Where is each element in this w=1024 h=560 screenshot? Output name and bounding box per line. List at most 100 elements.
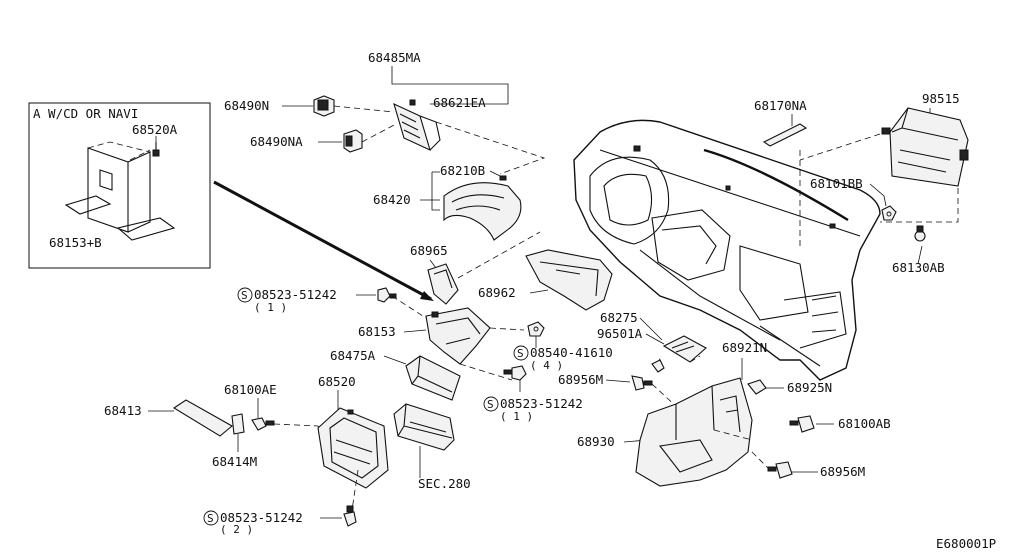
bolt-2-number: 08540-41610 (530, 345, 613, 360)
dash-98515 (799, 133, 959, 223)
label-68965: 68965 (410, 243, 448, 258)
label-68413: 68413 (104, 403, 142, 418)
label-68956M-a: 68956M (558, 372, 603, 387)
leader-68475A (383, 355, 407, 365)
bolt-1-qty: ( 1 ) (254, 301, 287, 314)
label-68101BB: 68101BB (810, 176, 863, 191)
leader-96501A (645, 333, 665, 345)
label-68485MA: 68485MA (368, 50, 421, 65)
clip-68170NA (762, 123, 808, 147)
dash-68490N (333, 105, 395, 113)
leader-68130AB (917, 245, 923, 265)
nut-68101BB (881, 205, 897, 221)
bolt-1-prefix: S (241, 289, 248, 302)
label-98515: 98515 (922, 91, 960, 106)
lid-68413 (172, 399, 233, 437)
label-68520: 68520 (318, 374, 356, 389)
mirror-cover-68275 (662, 335, 707, 363)
label-68921N: 68921N (722, 340, 767, 355)
bolt-3-number: 08523-51242 (500, 396, 583, 411)
inset-bracket-part (64, 136, 176, 241)
bolt-1-part (377, 287, 397, 303)
finisher-68965 (427, 263, 459, 305)
inset-frame (28, 102, 211, 269)
label-68956M-b: 68956M (820, 464, 865, 479)
label-68520A: 68520A (132, 122, 178, 137)
label-68275: 68275 (600, 310, 638, 325)
bolt-2-prefix: S (517, 347, 524, 360)
instrument-panel-body (573, 119, 881, 381)
bolt-4-number: 08523-51242 (220, 510, 303, 525)
leader-68153 (403, 329, 427, 333)
diagram-id: E680001P (936, 536, 996, 551)
label-68153-plus-b: 68153+B (49, 235, 102, 250)
bolt-2-part (527, 321, 545, 337)
leader-68210B (489, 170, 501, 177)
clip-68925N (747, 379, 767, 395)
bolt-2-qty: ( 4 ) (530, 359, 563, 372)
leader-68420 (420, 171, 440, 211)
leader-68956M-a (605, 379, 631, 383)
label-68962: 68962 (478, 285, 516, 300)
label-68153: 68153 (358, 324, 396, 339)
bolt-4-qty: ( 2 ) (220, 523, 253, 536)
screw-96501A (651, 359, 665, 373)
switch-panel-68485MA (393, 99, 441, 152)
label-68130AB: 68130AB (892, 260, 945, 275)
label-68475A: 68475A (330, 348, 376, 363)
cluster-lid-68420 (443, 175, 522, 241)
callout-arrow (213, 180, 432, 301)
leader-68101BB (869, 183, 887, 207)
bracket-68153 (425, 307, 491, 365)
clip-68414M (231, 413, 245, 435)
screw-68100AB (789, 415, 815, 433)
audio-unit-sec280 (393, 403, 455, 451)
bolt-4-prefix: S (207, 512, 214, 525)
label-68490N: 68490N (224, 98, 269, 113)
bolt-3-qty: ( 1 ) (500, 410, 533, 423)
label-68925N: 68925N (787, 380, 832, 395)
leader-68485MA (391, 66, 509, 105)
switch-68490NA (343, 129, 363, 153)
bolt-callout-3: S 08523-51242 ( 1 ) (483, 365, 583, 423)
bolt-4-part (343, 505, 357, 527)
screw-68956M-a (631, 375, 653, 391)
label-68100AE: 68100AE (224, 382, 277, 397)
switch-68490N (313, 95, 335, 117)
bezel-68520 (317, 407, 389, 489)
label-68100AB: 68100AB (838, 416, 891, 431)
module-98515 (881, 107, 969, 187)
dash-68956M-b (751, 451, 769, 469)
label-68210B: 68210B (440, 163, 485, 178)
screw-68100AE (251, 417, 275, 431)
dash-68275 (657, 355, 701, 365)
bolt-callout-1: S 08523-51242 ( 1 ) (237, 287, 397, 314)
pocket-68475A (405, 355, 461, 401)
console-68930 (635, 377, 753, 487)
dash-68965 (457, 231, 541, 279)
screw-68956M-b (767, 461, 793, 479)
label-68621EA: 68621EA (433, 95, 486, 110)
bolt-callout-4: S 08523-51242 ( 2 ) (203, 469, 359, 536)
dash-68153 (391, 295, 525, 381)
inset-title: A W/CD OR NAVI (33, 106, 138, 121)
label-68414M: 68414M (212, 454, 257, 469)
leader-68275 (639, 317, 663, 341)
label-68170NA: 68170NA (754, 98, 807, 113)
dash-68100AE (273, 423, 331, 441)
leader-68965 (429, 259, 437, 269)
bolt-3-prefix: S (487, 398, 494, 411)
bolt-callout-2: S 08540-41610 ( 4 ) (513, 321, 613, 372)
label-68490NA: 68490NA (250, 134, 303, 149)
dash-panel (435, 121, 546, 175)
screw-68130AB (914, 225, 926, 242)
leader-68962 (529, 289, 549, 294)
label-68930: 68930 (577, 434, 615, 449)
cover-68962 (525, 249, 613, 311)
label-sec280: SEC.280 (418, 476, 471, 491)
label-96501A: 96501A (597, 326, 643, 341)
bolt-1-number: 08523-51242 (254, 287, 337, 302)
inset-panel: A W/CD OR NAVI 68520A 68153+B (28, 102, 211, 269)
